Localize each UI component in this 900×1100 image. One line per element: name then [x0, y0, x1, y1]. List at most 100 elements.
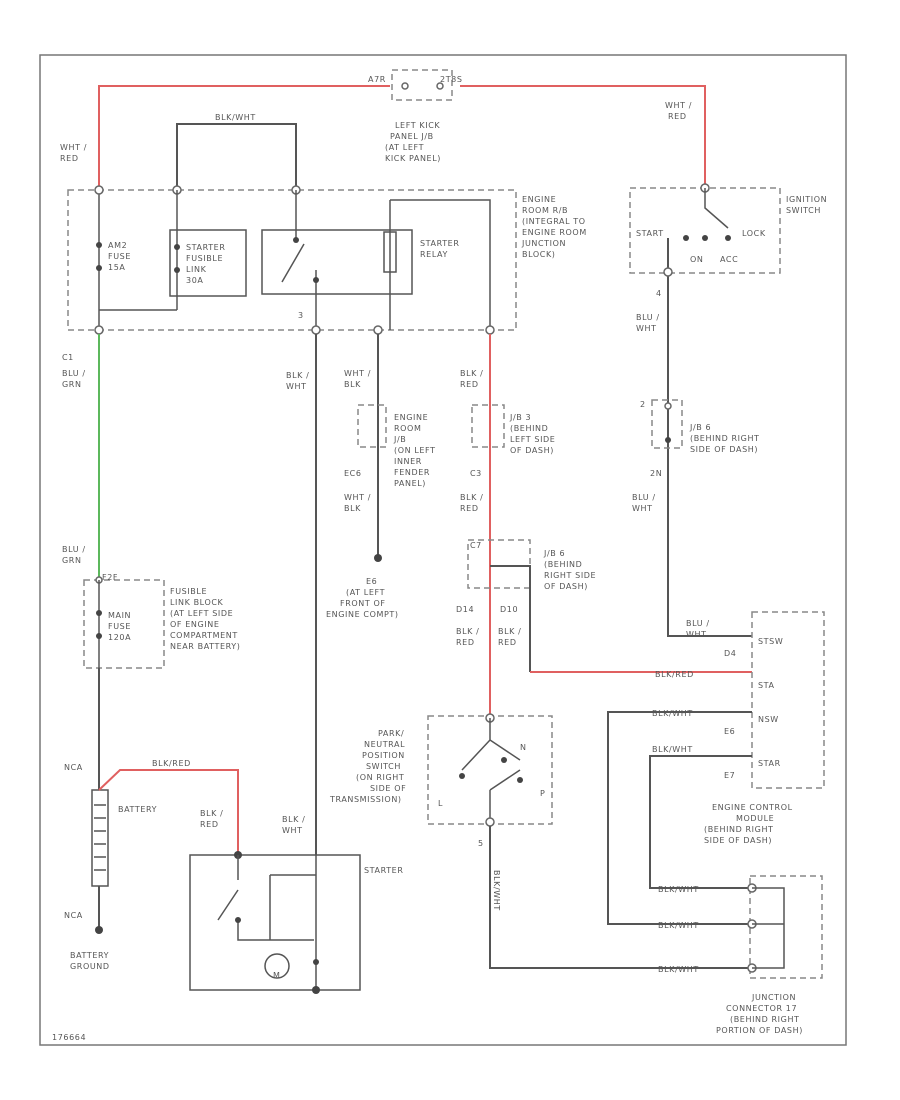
am2-fuse-node — [96, 242, 102, 248]
jb3-connector — [471, 404, 505, 448]
label-nca2: NCA — [64, 911, 83, 920]
label-start: START — [636, 229, 664, 238]
label-junction-w3: BLK/WHT — [658, 965, 699, 974]
pn-contact — [517, 777, 523, 783]
figure-id: 176664 — [52, 1033, 86, 1042]
label-ecm-blk-wht2: BLK/WHT — [652, 745, 693, 754]
jb6-right-box — [651, 399, 683, 449]
battery-cells — [94, 804, 106, 871]
label-blu-grn-2: BLU /GRN — [62, 545, 86, 565]
wire-top-jumper — [176, 123, 297, 190]
label-sta: STA — [758, 681, 775, 690]
ign-contact — [725, 235, 731, 241]
starter-box — [189, 854, 361, 991]
diagram-border — [39, 54, 847, 1046]
starter-node — [235, 917, 241, 923]
label-blk-wht-stsw: BLU /WHT — [686, 619, 710, 639]
relay-node — [293, 237, 299, 243]
label-blu-grn: BLU /GRN — [62, 369, 86, 389]
junction-bus — [752, 887, 785, 969]
pn-contact — [459, 773, 465, 779]
jb-pin — [664, 402, 672, 410]
label-e7: E7 — [724, 771, 735, 780]
label-blk-red-4: BLK /RED — [498, 627, 521, 647]
label-pn-l: L — [438, 799, 443, 808]
label-d14: D14 — [456, 605, 474, 614]
label-f2f: F2F — [102, 573, 118, 582]
starter-fusible-box — [169, 229, 247, 297]
wire-nsw — [607, 711, 752, 925]
label-on: ON — [690, 255, 703, 264]
label-blk-wht-pn: BLK/WHT — [492, 870, 501, 911]
label-a7r: A7R — [368, 75, 386, 84]
label-stsw: STSW — [758, 637, 783, 646]
label-wht-red-left: WHT /RED — [60, 143, 87, 163]
starter-solenoid — [269, 855, 317, 990]
starter-switch — [217, 855, 314, 941]
flb-node — [96, 610, 102, 616]
label-blk-red-1: BLK /RED — [460, 369, 483, 389]
connector-pin — [436, 82, 444, 90]
label-blu-wht-lower: BLU /WHT — [632, 493, 656, 513]
label-nsw: NSW — [758, 715, 779, 724]
label-blk-red-3: BLK /RED — [456, 627, 479, 647]
label-c7: C7 — [470, 541, 482, 550]
label-d4: D4 — [724, 649, 736, 658]
wire-pn-to-junction — [489, 826, 752, 969]
starter-node — [313, 959, 319, 965]
pin-bottom — [94, 325, 104, 335]
wire-ignition-feed-left — [98, 85, 390, 190]
pn-switch — [461, 718, 521, 820]
flb-node — [96, 633, 102, 639]
label-ecm-blk-wht1: BLK/WHT — [652, 709, 693, 718]
relay-coil-element — [383, 231, 397, 273]
wire-ignition-feed-right — [460, 85, 706, 185]
label-5: 5 — [478, 839, 484, 848]
label-starter: STARTER — [364, 866, 404, 875]
ign-contact — [683, 235, 689, 241]
battery-ground-node — [95, 926, 103, 934]
pn-pin-bottom — [485, 817, 495, 827]
fusible-link-block — [83, 579, 165, 669]
starter-motor — [264, 953, 290, 979]
label-e6: EC6 — [344, 469, 362, 478]
label-blk-red-2: BLK /RED — [460, 493, 483, 513]
engine-room-rb — [67, 189, 517, 331]
fusible-node — [174, 267, 180, 273]
label-star: STAR — [758, 759, 781, 768]
label-e6b: E6 — [724, 727, 735, 736]
ign-switch-blade — [704, 188, 729, 229]
label-top-jumper: BLK/WHT — [215, 113, 256, 122]
label-d4: 2N — [650, 469, 662, 478]
label-d10: D10 — [500, 605, 518, 614]
label-3: 3 — [298, 311, 304, 320]
label-junction-w1: BLK/WHT — [658, 885, 699, 894]
label-acc: ACC — [720, 255, 738, 264]
kick-panel-connector — [391, 69, 453, 101]
engine-room-jb-connector — [357, 404, 387, 448]
wire-battery-to-starter — [98, 769, 239, 855]
relay-switch — [281, 190, 317, 330]
label-2t8s: 2T8S — [440, 75, 463, 84]
junction-connector — [749, 875, 823, 979]
label-battery: BATTERY — [118, 805, 157, 814]
pin-bottom — [373, 325, 383, 335]
engine-control-module — [751, 611, 825, 789]
jb-node — [665, 437, 671, 443]
label-blk-red-starter: BLK /RED — [200, 809, 223, 829]
connector-pin — [401, 82, 409, 90]
pn-contact — [501, 757, 507, 763]
